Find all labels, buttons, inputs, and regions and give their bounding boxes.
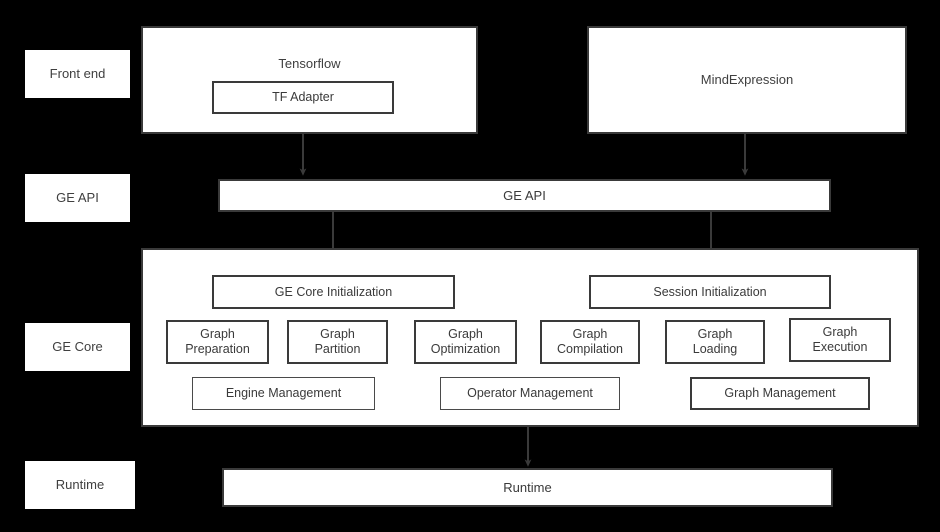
- ge-core-initialization-node[interactable]: GE Core Initialization: [212, 275, 455, 309]
- lane-label-front-end: Front end: [25, 50, 130, 98]
- operator-management-node[interactable]: Operator Management: [440, 377, 620, 410]
- graph-loading-node[interactable]: Graph Loading: [665, 320, 765, 364]
- lane-label-runtime: Runtime: [25, 461, 135, 509]
- graph-compilation-node[interactable]: Graph Compilation: [540, 320, 640, 364]
- ge-api-bar[interactable]: GE API: [218, 179, 831, 212]
- graph-optimization-node[interactable]: Graph Optimization: [414, 320, 517, 364]
- graph-management-node[interactable]: Graph Management: [690, 377, 870, 410]
- session-initialization-node[interactable]: Session Initialization: [589, 275, 831, 309]
- mindexpression-title: MindExpression: [700, 72, 794, 87]
- tensorflow-title: Tensorflow: [278, 56, 341, 71]
- lane-label-ge-core: GE Core: [25, 323, 130, 371]
- frontend-mindexpression-group: MindExpression: [587, 26, 907, 134]
- graph-preparation-node[interactable]: Graph Preparation: [166, 320, 269, 364]
- frontend-tensorflow-group: Tensorflow: [141, 26, 478, 134]
- graph-partition-node[interactable]: Graph Partition: [287, 320, 388, 364]
- lane-label-ge-api: GE API: [25, 174, 130, 222]
- graph-execution-node[interactable]: Graph Execution: [789, 318, 891, 362]
- engine-management-node[interactable]: Engine Management: [192, 377, 375, 410]
- runtime-bar[interactable]: Runtime: [222, 468, 833, 507]
- tf-adapter-node[interactable]: TF Adapter: [212, 81, 394, 114]
